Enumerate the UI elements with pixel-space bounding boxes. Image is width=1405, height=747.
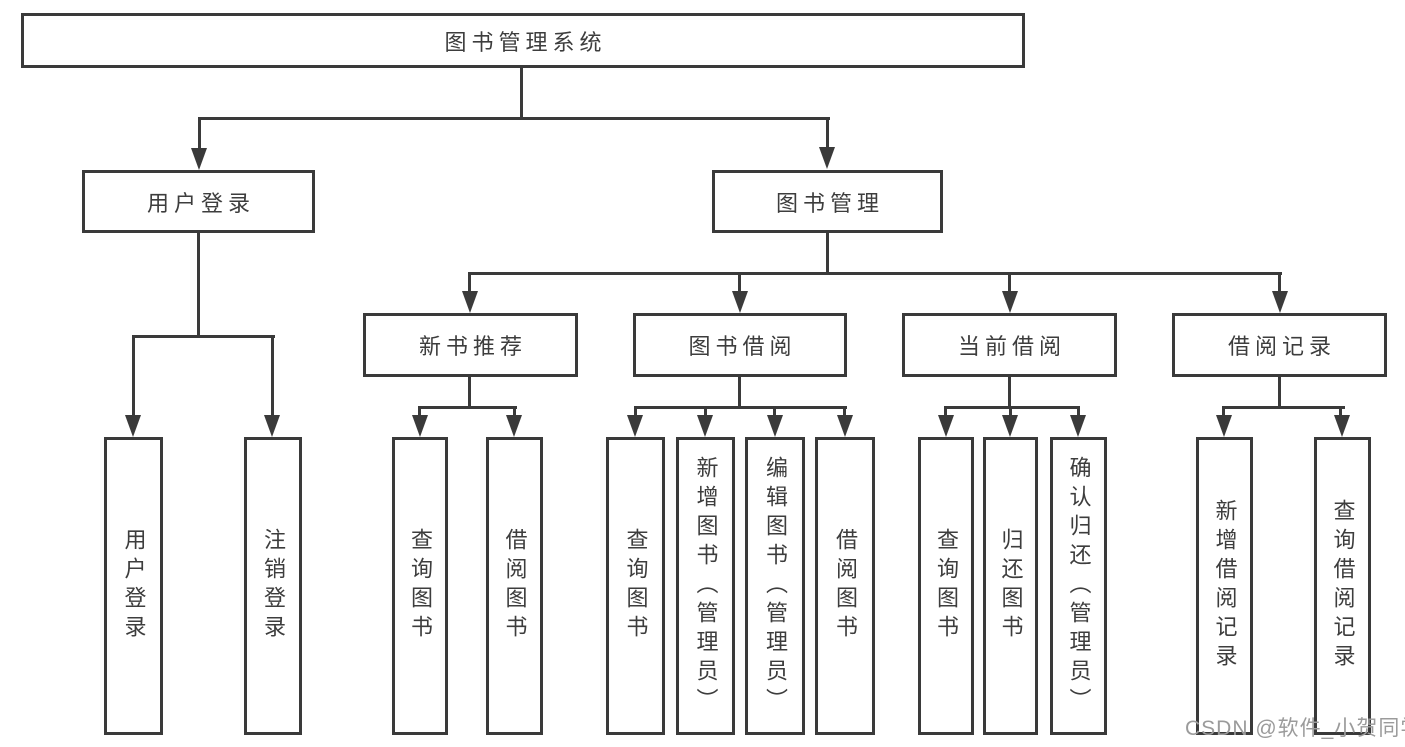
connector-line xyxy=(843,406,846,415)
connector-line xyxy=(944,406,947,415)
arrow-down-icon xyxy=(1002,291,1018,313)
leaf-query-books-recommend: 查询图书 xyxy=(392,437,448,735)
connector-line xyxy=(1008,272,1011,291)
connector-line xyxy=(520,68,523,117)
arrow-down-icon xyxy=(1272,291,1288,313)
connector-line xyxy=(513,406,516,415)
leaf-edit-book-admin: 编辑图书（管理员） xyxy=(745,437,805,735)
node-library-system: 图书管理系统 xyxy=(21,13,1025,68)
connector-line xyxy=(468,272,1282,275)
node-user-login: 用户登录 xyxy=(82,170,315,233)
connector-line xyxy=(1222,406,1345,409)
leaf-query-borrow-record: 查询借阅记录 xyxy=(1314,437,1371,735)
connector-line xyxy=(418,406,421,415)
arrow-down-icon xyxy=(697,415,713,437)
connector-line xyxy=(634,406,637,415)
arrow-down-icon xyxy=(462,291,478,313)
leaf-add-borrow-record: 新增借阅记录 xyxy=(1196,437,1253,735)
leaf-borrow-books-recommend: 借阅图书 xyxy=(486,437,543,735)
arrow-down-icon xyxy=(732,291,748,313)
leaf-borrow-books-borrowing: 借阅图书 xyxy=(815,437,875,735)
connector-line xyxy=(826,117,829,147)
arrow-down-icon xyxy=(819,147,835,169)
connector-line xyxy=(1222,406,1225,415)
node-book-borrowing: 图书借阅 xyxy=(633,313,847,377)
connector-line xyxy=(738,377,741,406)
arrow-down-icon xyxy=(1334,415,1350,437)
connector-line xyxy=(738,272,741,291)
leaf-confirm-return-admin: 确认归还（管理员） xyxy=(1050,437,1107,735)
node-current-borrowing: 当前借阅 xyxy=(902,313,1117,377)
connector-line xyxy=(773,406,776,415)
node-book-management: 图书管理 xyxy=(712,170,943,233)
arrow-down-icon xyxy=(627,415,643,437)
connector-line xyxy=(197,233,200,335)
arrow-down-icon xyxy=(506,415,522,437)
arrow-down-icon xyxy=(412,415,428,437)
connector-line xyxy=(1278,377,1281,406)
connector-line xyxy=(1008,377,1011,406)
arrow-down-icon xyxy=(1216,415,1232,437)
arrow-down-icon xyxy=(837,415,853,437)
connector-line xyxy=(198,117,830,120)
connector-line xyxy=(271,335,274,415)
node-borrowing-records: 借阅记录 xyxy=(1172,313,1387,377)
connector-line xyxy=(132,335,275,338)
arrow-down-icon xyxy=(767,415,783,437)
connector-line xyxy=(418,406,517,409)
connector-line xyxy=(1077,406,1080,415)
leaf-user-login: 用户登录 xyxy=(104,437,163,735)
connector-line xyxy=(198,117,201,148)
arrow-down-icon xyxy=(938,415,954,437)
arrow-down-icon xyxy=(264,415,280,437)
leaf-return-books: 归还图书 xyxy=(983,437,1038,735)
arrow-down-icon xyxy=(125,415,141,437)
connector-line xyxy=(1009,406,1012,415)
leaf-add-book-admin: 新增图书（管理员） xyxy=(676,437,735,735)
arrow-down-icon xyxy=(191,148,207,170)
arrow-down-icon xyxy=(1070,415,1086,437)
connector-line xyxy=(468,377,471,406)
leaf-query-books-borrowing: 查询图书 xyxy=(606,437,665,735)
watermark-text: CSDN @软件_小贺同学 xyxy=(1185,717,1405,740)
connector-line xyxy=(1278,272,1281,291)
leaf-query-books-current: 查询图书 xyxy=(918,437,974,735)
arrow-down-icon xyxy=(1002,415,1018,437)
connector-line xyxy=(826,233,829,272)
connector-line xyxy=(944,406,1080,409)
connector-line xyxy=(1339,406,1342,415)
leaf-logout: 注销登录 xyxy=(244,437,302,735)
connector-line xyxy=(132,335,135,415)
connector-line xyxy=(704,406,707,415)
connector-line xyxy=(468,272,471,291)
node-new-book-recommendation: 新书推荐 xyxy=(363,313,578,377)
connector-line xyxy=(634,406,847,409)
